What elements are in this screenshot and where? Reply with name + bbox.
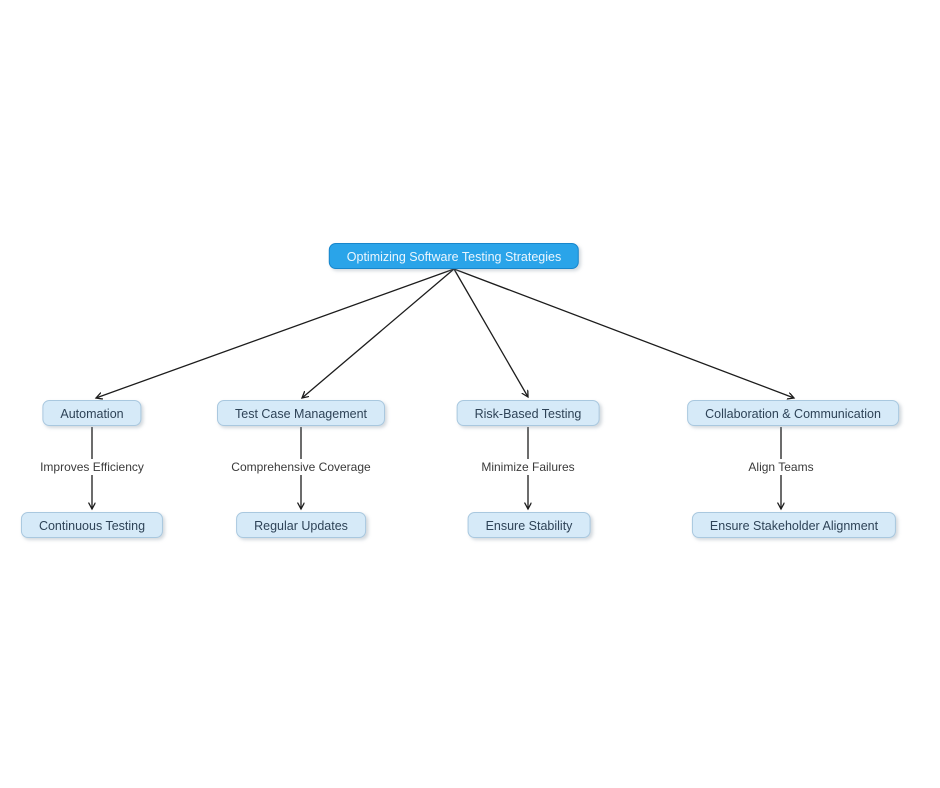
edge-root-to-automation [96,268,455,398]
node-automation: Automation [42,400,142,426]
node-risk-based-testing: Risk-Based Testing [456,400,600,426]
edge-label-align-teams: Align Teams [743,459,819,475]
edge-root-to-collaboration [453,268,794,398]
node-continuous-testing: Continuous Testing [20,512,164,538]
node-test-case-management: Test Case Management [216,400,386,426]
node-collaboration-communication: Collaboration & Communication [687,400,899,426]
edge-label-improves-efficiency: Improves Efficiency [35,459,149,475]
node-ensure-stability: Ensure Stability [467,512,591,538]
edge-root-to-test-case-management [302,268,455,398]
node-ensure-stakeholder-alignment: Ensure Stakeholder Alignment [691,512,897,538]
node-root: Optimizing Software Testing Strategies [328,243,580,269]
edge-label-minimize-failures: Minimize Failures [476,459,580,475]
node-regular-updates: Regular Updates [236,512,366,538]
edge-root-to-risk-based-testing [453,268,528,397]
edge-label-comprehensive-coverage: Comprehensive Coverage [226,459,376,475]
